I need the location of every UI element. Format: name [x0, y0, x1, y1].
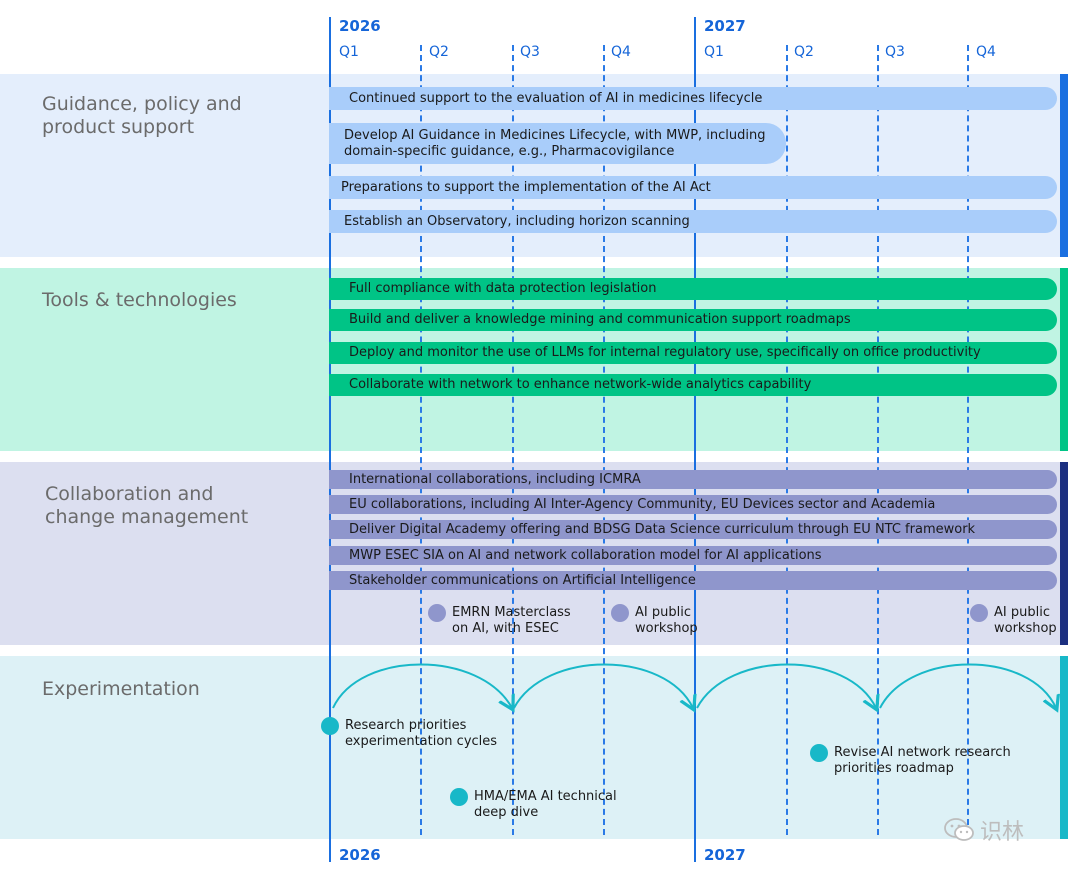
guidance-bar-ai-act: Preparations to support the implementati… — [329, 176, 1057, 199]
tools-bar-knowledge-mining: Build and deliver a knowledge mining and… — [329, 309, 1057, 331]
quarter-divider-q2-2026 — [420, 45, 422, 835]
guidance-bar-observatory: Establish an Observatory, including hori… — [329, 210, 1057, 233]
milestone-dot-icon — [810, 744, 828, 762]
year-label-2027-bottom: 2027 — [704, 846, 746, 864]
guidance-bar-ai-guidance: Develop AI Guidance in Medicines Lifecyc… — [329, 123, 786, 164]
tools-bar-analytics: Collaborate with network to enhance netw… — [329, 374, 1057, 396]
guidance-band-edge — [1060, 74, 1068, 257]
year-label-2026-bottom: 2026 — [339, 846, 381, 864]
wechat-icon — [944, 818, 974, 841]
milestone-research-priorities: Research priorities experimentation cycl… — [321, 717, 498, 750]
guidance-section-label: Guidance, policy and product support — [42, 93, 242, 138]
quarter-divider-q4-2026 — [603, 45, 605, 835]
quarter-label: Q2 — [429, 44, 449, 60]
milestone-text: EMRN Masterclass on AI, with ESEC — [452, 605, 571, 636]
milestone-revise-roadmap: Revise AI network research priorities ro… — [810, 744, 1011, 777]
collab-band-edge — [1060, 462, 1068, 645]
tools-section-label: Tools & technologies — [42, 289, 237, 311]
year-label-2026-top: 2026 — [339, 17, 381, 35]
milestone-text: HMA/EMA AI technical deep dive — [474, 789, 617, 820]
collab-bar-digital-academy: Deliver Digital Academy offering and BDS… — [329, 520, 1057, 539]
milestone-dot-icon — [611, 604, 629, 622]
milestone-ai-public-workshop-1: AI public workshop — [611, 604, 698, 637]
milestone-dot-icon — [450, 788, 468, 806]
tools-band-edge — [1060, 268, 1068, 451]
milestone-emrn-masterclass: EMRN Masterclass on AI, with ESEC — [428, 604, 571, 637]
milestone-text: AI public workshop — [994, 605, 1057, 636]
collab-bar-international: International collaborations, including … — [329, 470, 1057, 489]
quarter-divider-q3-2027 — [877, 45, 879, 835]
year-label-2027-top: 2027 — [704, 17, 746, 35]
collab-bar-eu: EU collaborations, including AI Inter-Ag… — [329, 495, 1057, 514]
milestone-text: AI public workshop — [635, 605, 698, 636]
quarter-divider-q2-2027 — [786, 45, 788, 835]
tools-bar-data-protection: Full compliance with data protection leg… — [329, 278, 1057, 300]
watermark: 识林 — [944, 814, 1024, 846]
year-divider-2027 — [694, 17, 696, 862]
milestone-dot-icon — [321, 717, 339, 735]
quarter-label: Q3 — [520, 44, 540, 60]
collab-section-label: Collaboration and change management — [45, 483, 249, 528]
milestone-text: Revise AI network research priorities ro… — [834, 745, 1011, 776]
quarter-label: Q2 — [794, 44, 814, 60]
milestone-technical-deep-dive: HMA/EMA AI technical deep dive — [450, 788, 617, 821]
milestone-ai-public-workshop-2: AI public workshop — [970, 604, 1057, 637]
milestone-dot-icon — [970, 604, 988, 622]
quarter-label: Q3 — [885, 44, 905, 60]
quarter-divider-q3-2026 — [512, 45, 514, 835]
collab-bar-stakeholder: Stakeholder communications on Artificial… — [329, 571, 1057, 590]
quarter-label: Q4 — [976, 44, 996, 60]
milestone-text: Research priorities experimentation cycl… — [345, 718, 498, 749]
milestone-dot-icon — [428, 604, 446, 622]
quarter-divider-q4-2027 — [967, 45, 969, 835]
tools-bar-llm-deploy: Deploy and monitor the use of LLMs for i… — [329, 342, 1057, 364]
experimentation-section-label: Experimentation — [42, 678, 200, 700]
experimentation-band-edge — [1060, 656, 1068, 839]
quarter-label: Q4 — [611, 44, 631, 60]
year-divider-2026 — [329, 17, 331, 862]
quarter-label: Q1 — [704, 44, 724, 60]
watermark-text: 识林 — [980, 820, 1025, 845]
guidance-bar-ai-lifecycle: Continued support to the evaluation of A… — [329, 87, 1057, 110]
collab-bar-mwp-esec: MWP ESEC SIA on AI and network collabora… — [329, 546, 1057, 565]
quarter-label: Q1 — [339, 44, 359, 60]
